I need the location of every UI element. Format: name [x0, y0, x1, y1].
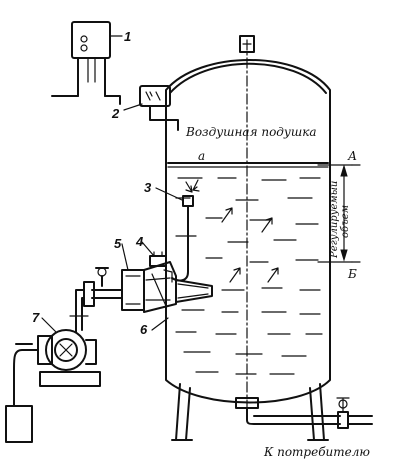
callout-3: 3: [144, 180, 152, 195]
level-a-label: А: [347, 149, 357, 163]
pump-unit: [5, 329, 101, 443]
callout-leaders: [41, 35, 183, 333]
regulated-volume-label-line1: Регулируемый: [329, 181, 340, 259]
water-level-small-a: а: [198, 149, 205, 163]
callout-4: 4: [135, 234, 144, 249]
level-b-label: Б: [347, 267, 357, 281]
callout-2: 2: [111, 106, 120, 121]
callout-6: 6: [140, 322, 148, 337]
air-cushion-label: Воздушная подушка: [185, 125, 317, 139]
tank: [165, 35, 331, 421]
water-volume: [167, 162, 329, 375]
level-markers: [317, 164, 361, 263]
pressure-switch: [139, 85, 179, 131]
callout-5: 5: [114, 236, 122, 251]
tank-legs: [171, 383, 329, 441]
level-sensor: [171, 179, 200, 282]
regulated-volume-label-line2: объем: [340, 205, 351, 238]
callout-1: 1: [124, 29, 131, 44]
outlet-pipe: [246, 397, 373, 429]
supply-pipe: [69, 267, 123, 333]
control-relay-box: [51, 21, 121, 105]
callout-7: 7: [32, 310, 40, 325]
to-consumer-label: К потребителю: [263, 445, 370, 459]
